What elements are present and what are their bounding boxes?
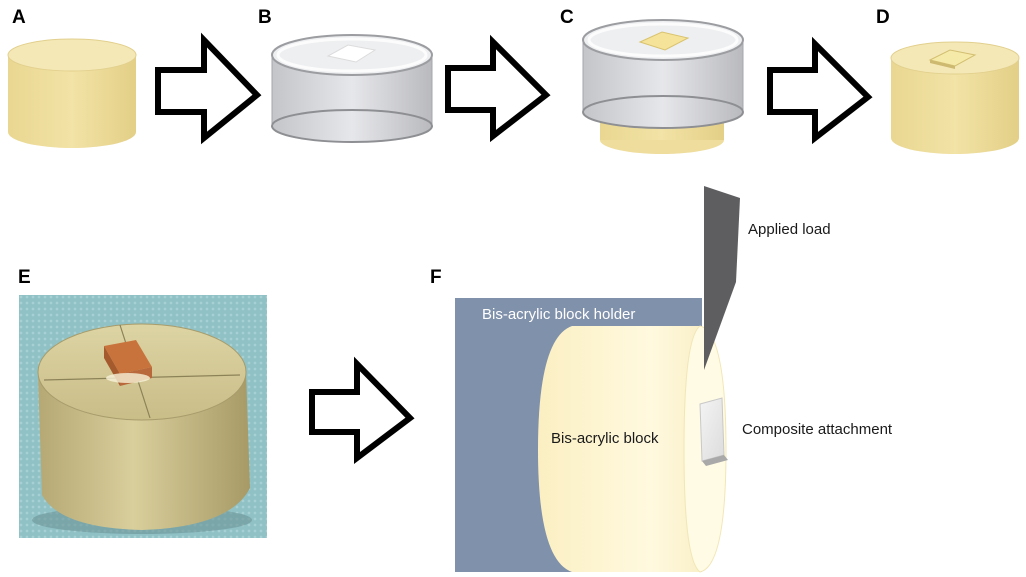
load-blade	[704, 186, 740, 370]
composite-attachment-c	[638, 31, 690, 51]
block-label: Bis-acrylic block	[551, 430, 659, 447]
arrow-right-icon	[445, 34, 551, 143]
panel-label-f: F	[430, 267, 442, 288]
attachment-label: Composite attachment	[742, 421, 893, 438]
holder-label: Bis-acrylic block holder	[482, 306, 635, 323]
arrow-right-icon	[767, 36, 873, 145]
resin-cylinder-a	[7, 38, 137, 148]
arrow-right-icon	[309, 356, 415, 465]
composite-attachment-f	[699, 397, 728, 466]
panel-label-b: B	[258, 7, 272, 28]
panel-label-a: A	[12, 7, 26, 28]
composite-attachment-d	[928, 49, 977, 67]
applied-load-label: Applied load	[748, 221, 831, 238]
arrow-right-icon	[155, 32, 262, 145]
bis-acrylic-block	[538, 325, 727, 573]
panel-label-c: C	[560, 7, 574, 28]
attachment-slot-b	[326, 44, 377, 63]
attachment-side-d	[930, 60, 955, 69]
panel-label-d: D	[876, 7, 890, 28]
panel-label-e: E	[18, 267, 31, 288]
specimen-photo	[19, 295, 267, 538]
